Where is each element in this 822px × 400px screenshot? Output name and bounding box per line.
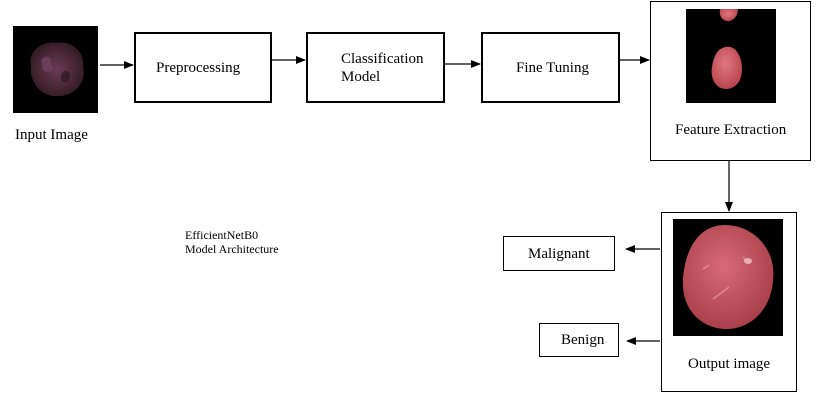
input-image [13,26,98,113]
preprocessing-box: Preprocessing [134,32,272,103]
feature-extraction-image [686,9,776,103]
lesion-dark-graphic [30,42,84,97]
lesion-output-graphic [682,225,774,329]
fine-tuning-label: Fine Tuning [516,59,589,76]
output-image [673,219,783,336]
malignant-label: Malignant [528,245,590,262]
output-image-label: Output image [688,356,771,372]
malignant-box: Malignant [503,236,615,271]
classification-label-line2: Model [341,68,381,85]
lesion-segmented-graphic [711,9,742,89]
model-architecture-annotation: EfficientNetB0 Model Architecture [185,228,279,256]
benign-box: Benign [539,323,619,357]
input-image-label: Input Image [15,127,88,143]
classification-label-line1: Classification [341,50,424,67]
annotation-line1: EfficientNetB0 [185,228,259,242]
benign-label: Benign [561,332,605,348]
feature-extraction-label: Feature Extraction [675,122,787,138]
preprocessing-label: Preprocessing [156,59,241,76]
classification-model-box: Classification Model [306,32,445,103]
fine-tuning-box: Fine Tuning [481,32,620,103]
annotation-line2: Model Architecture [185,242,279,256]
